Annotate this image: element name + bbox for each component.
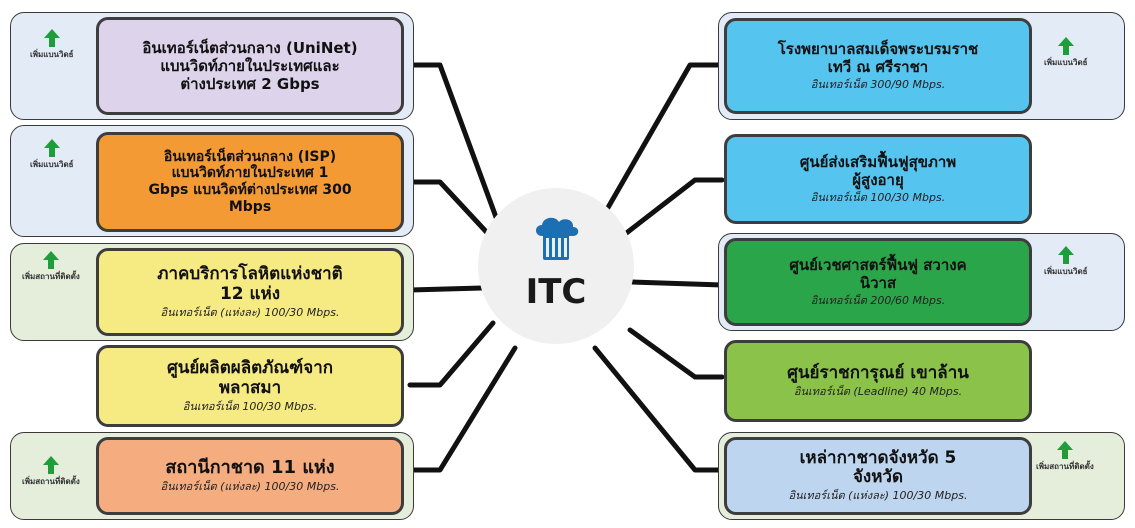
node-subtitle: อินเทอร์เน็ต 300/90 Mbps. bbox=[810, 77, 946, 91]
hub-label: ITC bbox=[525, 272, 587, 312]
node-uninet: อินเทอร์เน็ตส่วนกลาง (UniNet) แบนวิดท์ภา… bbox=[96, 17, 404, 115]
node-title: โรงพยาบาลสมเด็จพระบรมราช เทวี ณ ศรีราชา bbox=[777, 40, 979, 77]
node-elderly-center: ศูนย์ส่งเสริมฟื้นฟูสุขภาพ ผู้สูงอายุ อิน… bbox=[724, 134, 1032, 224]
node-subtitle: อินเทอร์เน็ต (แห่งละ) 100/30 Mbps. bbox=[788, 488, 968, 502]
connector-redcross-station bbox=[407, 345, 518, 473]
tag-label: เพิ่มแบนวิดธ์ bbox=[30, 50, 74, 59]
up-arrow-icon bbox=[42, 251, 59, 269]
node-blood-service: ภาคบริการโลหิตแห่งชาติ 12 แห่ง อินเทอร์เ… bbox=[96, 248, 404, 336]
node-hospital: โรงพยาบาลสมเด็จพระบรมราช เทวี ณ ศรีราชา … bbox=[724, 18, 1032, 114]
add-bandwidth-tag: เพิ่มแบนวิดธ์ bbox=[1044, 36, 1088, 69]
add-bandwidth-tag: เพิ่มแบนวิดธ์ bbox=[1044, 245, 1088, 278]
node-subtitle: อินเทอร์เน็ต (แห่งละ) 100/30 Mbps. bbox=[160, 480, 340, 494]
tag-label: เพิ่มสถานที่ติดตั้ง bbox=[22, 477, 80, 486]
tag-label: เพิ่มแบนวิดธ์ bbox=[30, 160, 74, 169]
add-location-tag: เพิ่มสถานที่ติดตั้ง bbox=[22, 250, 80, 283]
up-arrow-icon bbox=[1056, 441, 1073, 459]
connector-isp bbox=[407, 179, 495, 241]
node-title: ภาคบริการโลหิตแห่งชาติ 12 แห่ง bbox=[157, 263, 343, 305]
node-title: เหล่ากาชาดจังหวัด 5 จังหวัด bbox=[799, 447, 957, 488]
node-rehab-center: ศูนย์เวชศาสตร์ฟื้นฟู สวางค นิวาส อินเทอร… bbox=[724, 238, 1032, 326]
node-title: อินเทอร์เน็ตส่วนกลาง (UniNet) แบนวิดท์ภา… bbox=[142, 38, 358, 94]
connector-provincial bbox=[592, 345, 725, 473]
node-subtitle: อินเทอร์เน็ต 200/60 Mbps. bbox=[810, 293, 946, 307]
node-provincial-redcross: เหล่ากาชาดจังหวัด 5 จังหวัด อินเทอร์เน็ต… bbox=[724, 437, 1032, 515]
connector-uninet bbox=[407, 62, 503, 231]
node-subtitle: อินเทอร์เน็ต 100/30 Mbps. bbox=[182, 400, 318, 414]
tag-label: เพิ่มแบนวิดธ์ bbox=[1044, 58, 1088, 67]
add-location-tag: เพิ่มสถานที่ติดตั้ง bbox=[1036, 440, 1094, 473]
node-title: ศูนย์ผลิตผลิตภัณฑ์จาก พลาสมา bbox=[166, 357, 334, 399]
node-redcross-station: สถานีกาชาด 11 แห่ง อินเทอร์เน็ต (แห่งละ)… bbox=[96, 437, 404, 515]
add-location-tag: เพิ่มสถานที่ติดตั้ง bbox=[22, 455, 80, 488]
node-ratchakarun: ศูนย์ราชการุณย์ เขาล้าน อินเทอร์เน็ต (Le… bbox=[724, 340, 1032, 422]
node-subtitle: อินเทอร์เน็ต (แห่งละ) 100/30 Mbps. bbox=[160, 306, 340, 320]
node-title: ศูนย์ส่งเสริมฟื้นฟูสุขภาพ ผู้สูงอายุ bbox=[799, 153, 957, 190]
node-title: ศูนย์ราชการุณย์ เขาล้าน bbox=[787, 362, 969, 383]
tag-label: เพิ่มสถานที่ติดตั้ง bbox=[1036, 462, 1094, 471]
up-arrow-icon bbox=[42, 456, 59, 474]
up-arrow-icon bbox=[1057, 246, 1074, 264]
tag-label: เพิ่มสถานที่ติดตั้ง bbox=[22, 272, 80, 281]
connector-blood bbox=[407, 285, 485, 293]
tag-label: เพิ่มแบนวิดธ์ bbox=[1044, 267, 1088, 276]
connector-elderly bbox=[617, 177, 725, 241]
up-arrow-icon bbox=[43, 29, 60, 47]
up-arrow-icon bbox=[43, 139, 60, 157]
connector-rehab bbox=[629, 279, 725, 288]
node-subtitle: อินเทอร์เน็ต 100/30 Mbps. bbox=[810, 190, 946, 204]
node-isp: อินเทอร์เน็ตส่วนกลาง (ISP) แบนวิดท์ภายใน… bbox=[96, 132, 404, 232]
node-title: อินเทอร์เน็ตส่วนกลาง (ISP) แบนวิดท์ภายใน… bbox=[148, 148, 352, 215]
node-title: สถานีกาชาด 11 แห่ง bbox=[165, 457, 335, 479]
connector-plasma bbox=[407, 320, 496, 388]
itc-hub: ITC bbox=[478, 188, 634, 344]
cloud-server-icon bbox=[536, 217, 579, 260]
add-bandwidth-tag: เพิ่มแบนวิดธ์ bbox=[30, 138, 74, 171]
add-bandwidth-tag: เพิ่มแบนวิดธ์ bbox=[30, 28, 74, 61]
connector-hospital bbox=[595, 62, 725, 228]
node-subtitle: อินเทอร์เน็ต (Leadline) 40 Mbps. bbox=[793, 384, 963, 398]
node-plasma: ศูนย์ผลิตผลิตภัณฑ์จาก พลาสมา อินเทอร์เน็… bbox=[96, 345, 404, 427]
node-title: ศูนย์เวชศาสตร์ฟื้นฟู สวางค นิวาส bbox=[789, 256, 967, 293]
up-arrow-icon bbox=[1057, 37, 1074, 55]
connector-ratchakarun bbox=[627, 327, 725, 380]
